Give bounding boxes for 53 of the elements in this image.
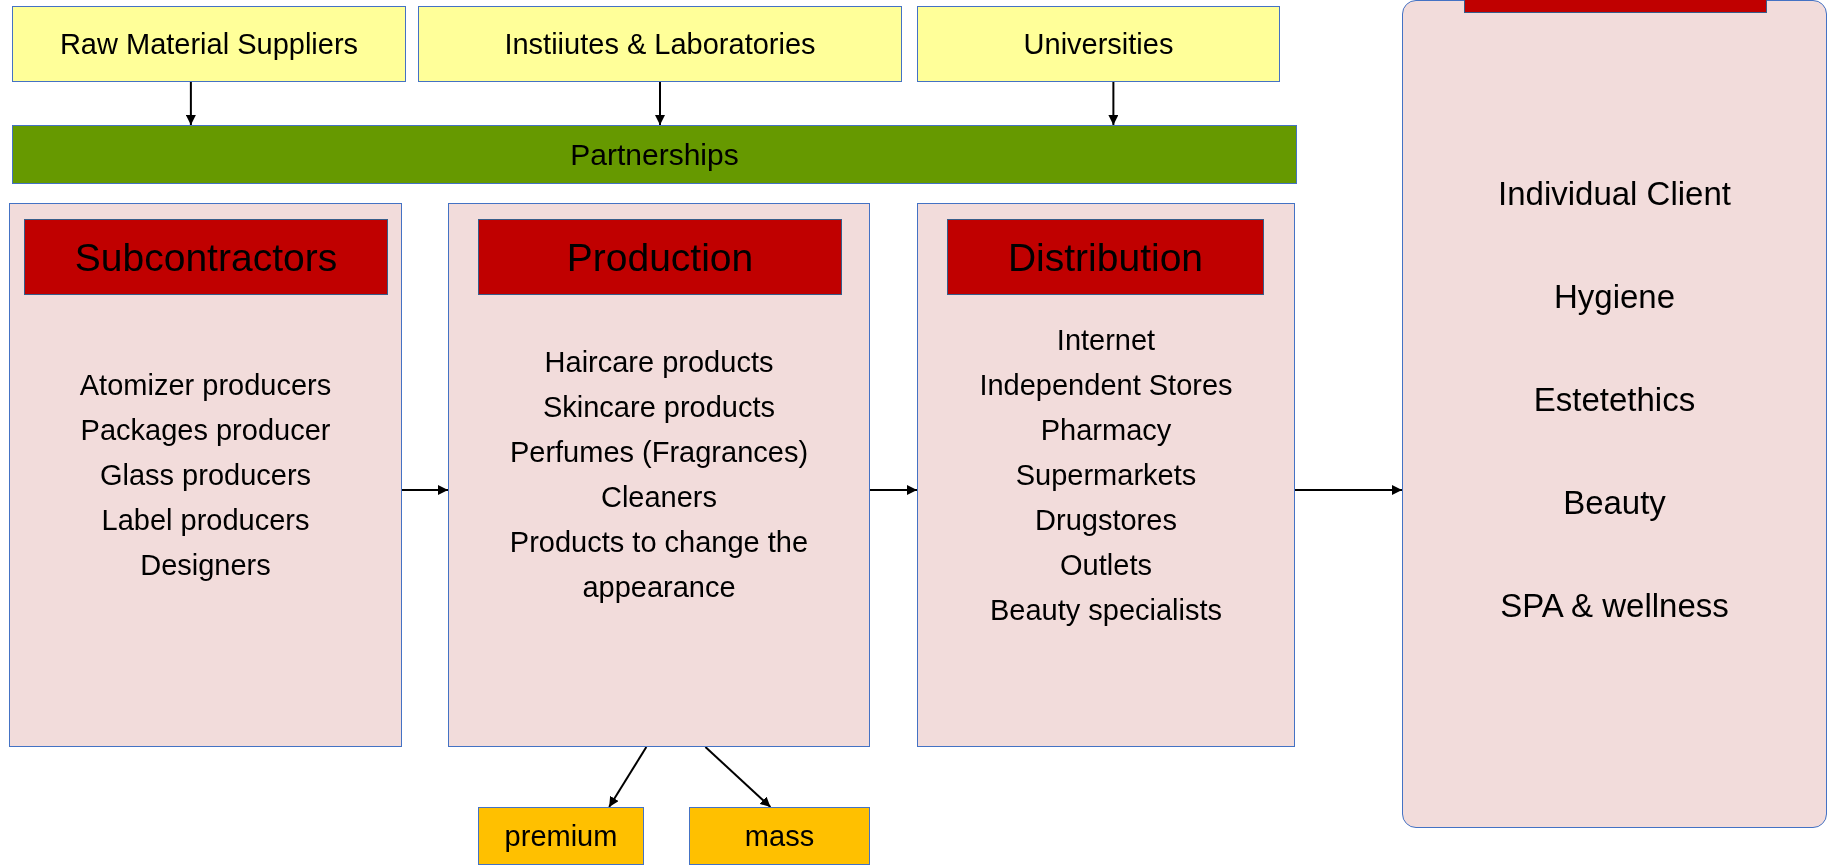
box-label: Instiiutes & Laboratories (504, 27, 816, 61)
list-item: Designers (139, 547, 272, 583)
list-item: Skincare products (541, 390, 777, 425)
arrow (655, 81, 665, 126)
segment-box (689, 807, 870, 865)
arrow (869, 485, 918, 495)
partnerships-band (12, 125, 1297, 184)
list-item: Atomizer producers (78, 367, 333, 403)
panel-header (478, 219, 842, 295)
list-item: Beauty specialists (988, 592, 1224, 628)
list-item: Individual Client (1497, 173, 1732, 214)
list-item: Supermarkets (1014, 457, 1198, 493)
stage-panel (917, 203, 1295, 747)
partner-box (12, 6, 406, 82)
arrow (1108, 81, 1119, 126)
list-item: Outlets (1059, 547, 1153, 583)
list-item: Estetethics (1532, 379, 1697, 420)
partner-box (418, 6, 902, 82)
list-item: Haircare products (543, 345, 775, 380)
list-item: Cleaners (599, 480, 719, 515)
list-item: Label producers (100, 502, 311, 538)
box-label: Universities (1023, 27, 1174, 61)
box-label: Raw Material Suppliers (59, 27, 359, 61)
panel-header (24, 219, 388, 295)
arrow (704, 746, 772, 808)
arrow (608, 746, 648, 808)
list-item: SPA & wellness (1499, 585, 1730, 626)
panel-header (947, 219, 1264, 295)
arrow (401, 485, 449, 495)
list-item: Products to change the appearance (509, 525, 809, 605)
client-panel (1402, 0, 1827, 828)
list-item: Hygiene (1552, 276, 1677, 317)
list-item: Perfumes (Fragrances) (509, 435, 809, 470)
box-label: premium (504, 819, 618, 853)
list-item: Pharmacy (1039, 412, 1173, 448)
list-item: Drugstores (1034, 502, 1178, 538)
arrow (1294, 485, 1403, 495)
list-item: Independent Stores (978, 367, 1234, 403)
segment-box (478, 807, 644, 865)
list-item: Packages producer (79, 412, 332, 448)
list-item: Glass producers (98, 457, 313, 493)
list-item: Beauty (1562, 482, 1667, 523)
stage-panel (9, 203, 402, 747)
arrow (185, 81, 196, 126)
box-label: Partnerships (570, 137, 739, 172)
box-label: mass (744, 819, 815, 853)
list-item: Internet (1055, 322, 1157, 358)
box-label: Distribution (1007, 234, 1204, 280)
box-shape (1464, 0, 1767, 13)
partner-box (917, 6, 1280, 82)
stage-panel (448, 203, 870, 747)
box-label: Subcontractors (74, 234, 338, 280)
box-label: Production (566, 234, 754, 280)
